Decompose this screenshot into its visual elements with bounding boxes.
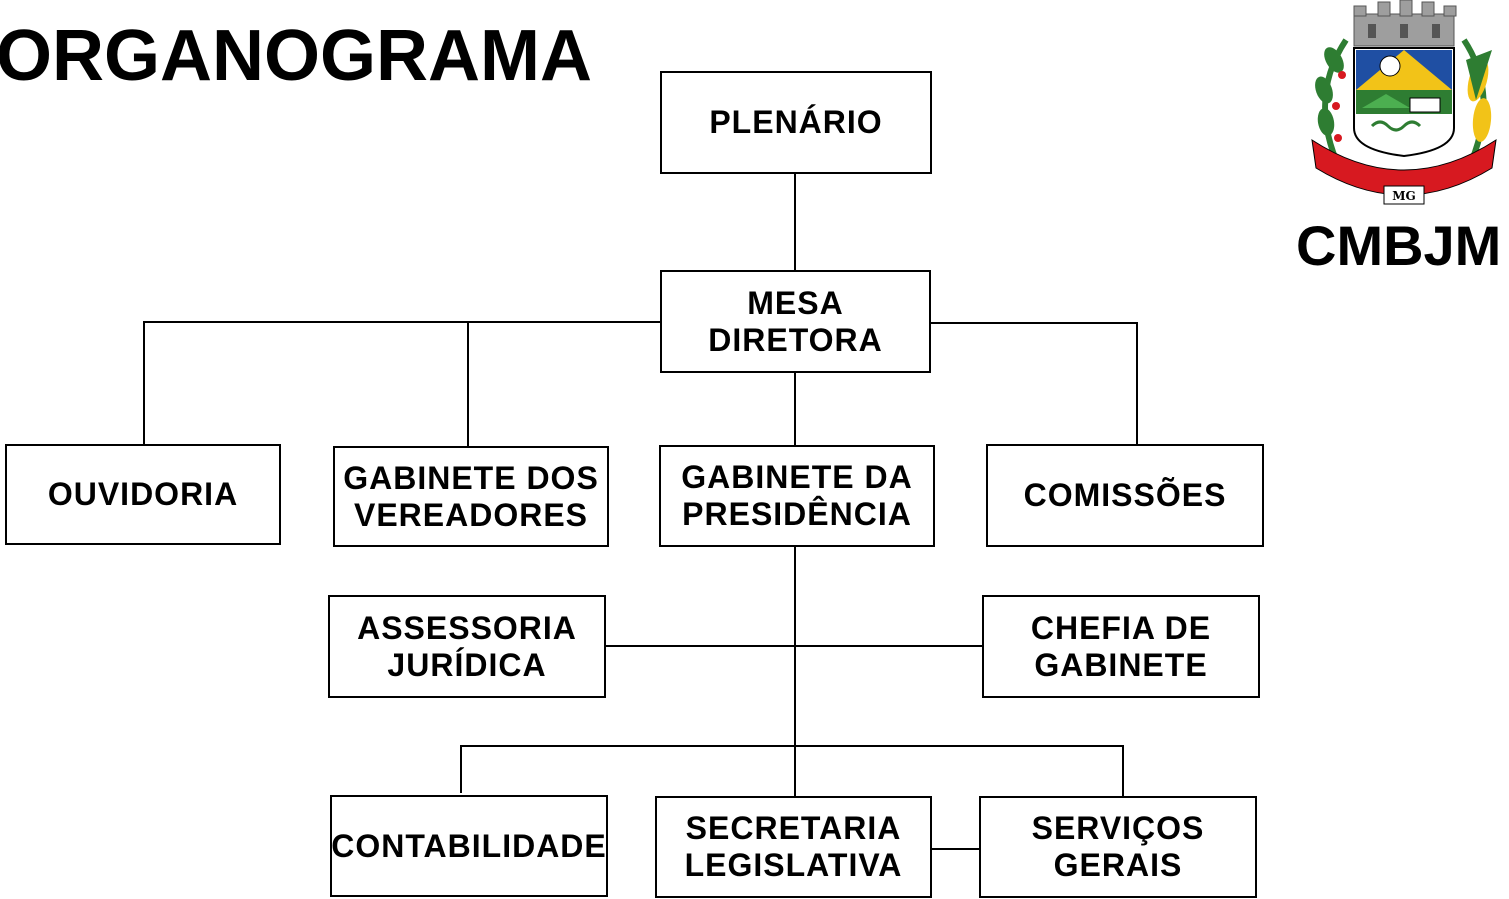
node-gabinete-vereadores-label: GABINETE DOS VEREADORES xyxy=(343,459,599,533)
node-ouvidoria: OUVIDORIA xyxy=(5,444,281,545)
mural-crown-icon xyxy=(1353,0,1457,47)
node-assessoria-juridica-label: ASSESSORIA JURÍDICA xyxy=(357,609,577,683)
node-contabilidade-label: CONTABILIDADE xyxy=(331,827,607,864)
node-comissoes: COMISSÕES xyxy=(986,444,1264,547)
node-ouvidoria-label: OUVIDORIA xyxy=(47,476,239,513)
node-plenario: PLENÁRIO xyxy=(660,71,932,174)
node-assessoria-juridica: ASSESSORIA JURÍDICA xyxy=(328,595,606,698)
node-contabilidade: CONTABILIDADE xyxy=(330,795,608,897)
node-servicos-gerais-label: SERVIÇOS GERAIS xyxy=(1031,810,1205,883)
node-comissoes-label: COMISSÕES xyxy=(1023,477,1227,514)
node-secretaria-legislativa: SECRETARIA LEGISLATIVA xyxy=(655,796,932,898)
page-title: ORGANOGRAMA xyxy=(0,16,592,96)
node-chefia-gabinete-label: CHEFIA DE GABINETE xyxy=(1030,609,1212,683)
node-mesa-diretora: MESA DIRETORA xyxy=(660,270,931,373)
connector-mesa-comissoes xyxy=(930,322,1138,444)
node-gabinete-vereadores: GABINETE DOS VEREADORES xyxy=(333,446,609,547)
node-gabinete-presidencia: GABINETE DA PRESIDÊNCIA xyxy=(659,445,935,547)
node-mesa-diretora-label: MESA DIRETORA xyxy=(708,284,883,358)
node-servicos-gerais: SERVIÇOS GERAIS xyxy=(979,796,1257,898)
node-plenario-label: PLENÁRIO xyxy=(709,104,883,141)
node-gabinete-presidencia-label: GABINETE DA PRESIDÊNCIA xyxy=(681,459,913,532)
crest-state-label: MG xyxy=(1392,189,1416,203)
shield-icon xyxy=(1353,47,1455,158)
connector-mesa-left xyxy=(143,321,660,444)
ribbon-banner-icon xyxy=(1311,138,1497,205)
institution-acronym: CMBJM xyxy=(1296,214,1502,277)
corn-branch-icon xyxy=(1461,38,1492,162)
node-secretaria-legislativa-label: SECRETARIA LEGISLATIVA xyxy=(684,810,903,883)
connector-bottom-bar xyxy=(460,745,1124,796)
coffee-branch-icon xyxy=(1315,38,1349,162)
node-chefia-gabinete: CHEFIA DE GABINETE xyxy=(982,595,1260,698)
coat-of-arms-logo: MG xyxy=(1311,0,1497,205)
